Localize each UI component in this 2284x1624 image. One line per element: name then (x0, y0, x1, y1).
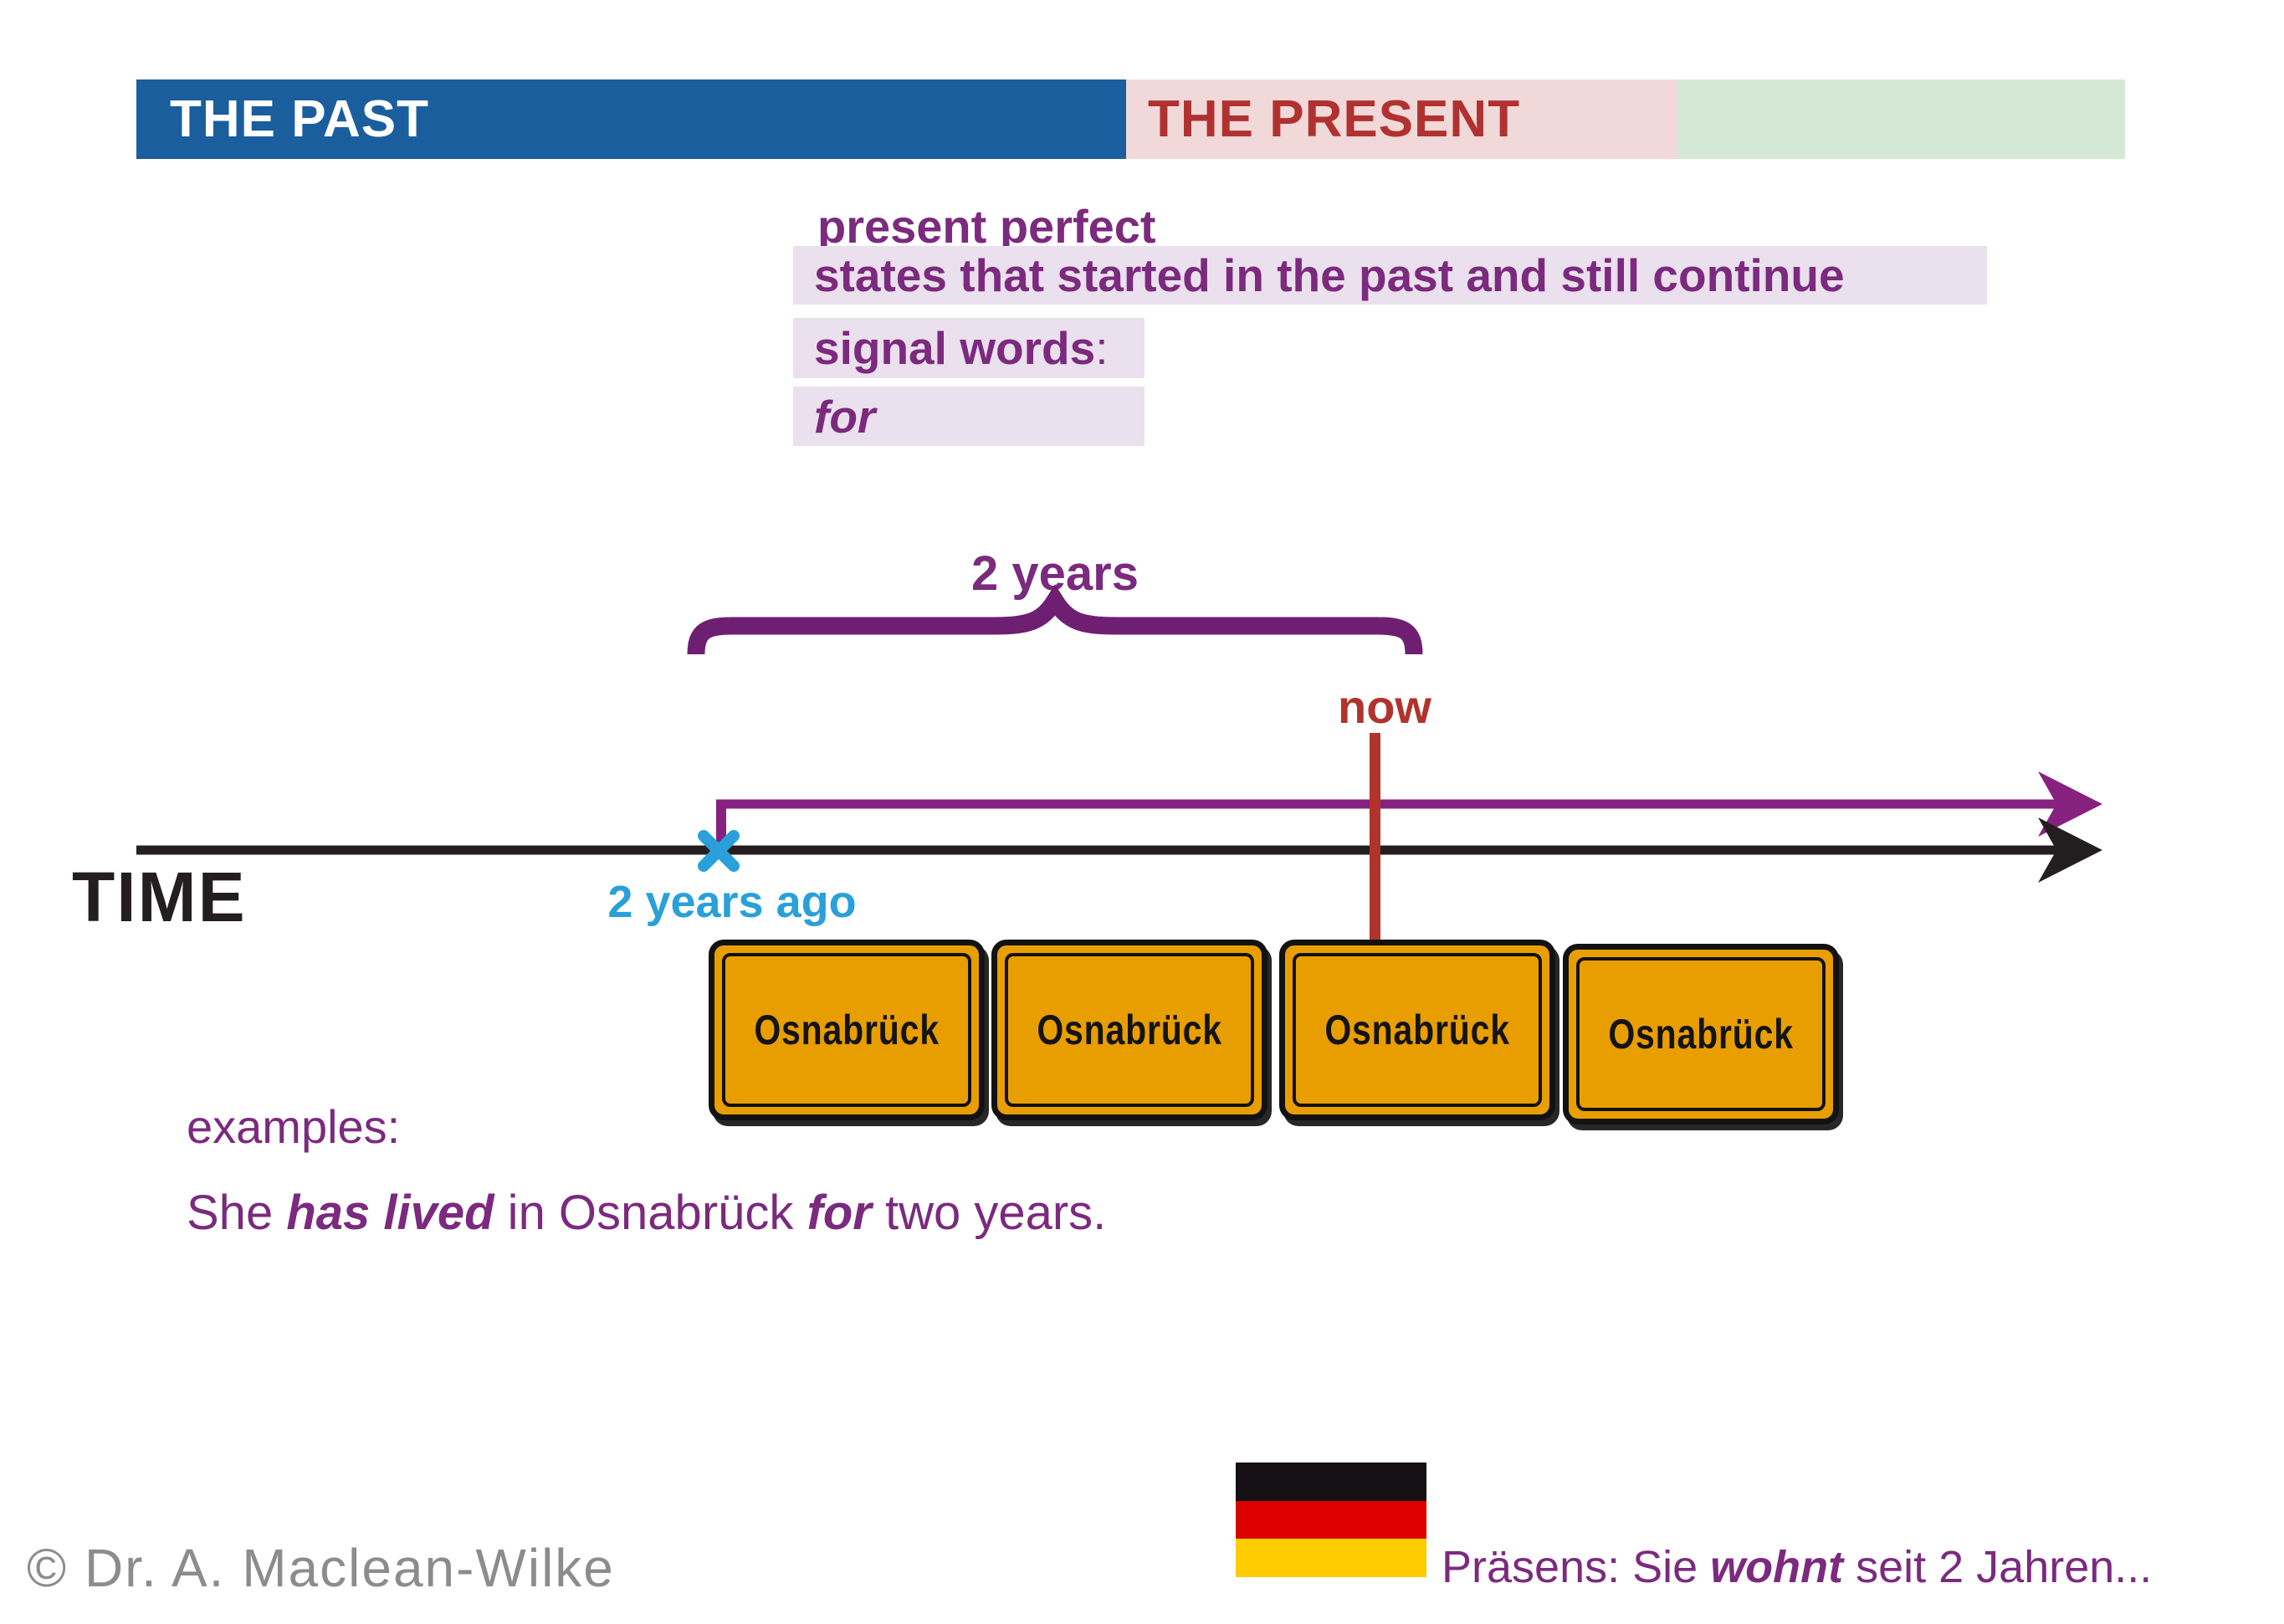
present-label: THE PRESENT (1148, 90, 1521, 148)
flag-gold-band (1236, 1539, 1426, 1578)
german-part-normal: seit 2 Jahren... (1843, 1542, 2153, 1592)
examples-heading: examples: (187, 1100, 401, 1153)
town-sign-2-label: Osnabrück (1037, 1007, 1222, 1053)
example-part-normal: two years. (871, 1186, 1107, 1240)
german-part-normal: Präsens: Sie (1442, 1542, 1711, 1592)
past-section: THE PAST (136, 79, 1126, 159)
signal-word-for: for (793, 387, 1145, 446)
past-label: THE PAST (170, 90, 429, 148)
duration-brace (687, 584, 1423, 655)
timeframe-header-bar: THE PAST THE PRESENT (136, 79, 2125, 159)
town-sign-3-label: Osnabrück (1324, 1007, 1510, 1053)
tense-statement-text: states that started in the past and stil… (814, 249, 1845, 301)
future-section (1677, 79, 2125, 159)
signal-word-for-text: for (814, 390, 876, 443)
signal-words-label: signal words (814, 322, 1096, 374)
present-perfect-arrowhead (2038, 771, 2102, 837)
flag-red-band (1236, 1500, 1426, 1539)
town-sign-1-label: Osnabrück (754, 1007, 940, 1053)
tense-statement: states that started in the past and stil… (793, 246, 1987, 305)
flag-black-band (1236, 1463, 1426, 1501)
example-sentence: She has lived in Osnabrück for two years… (187, 1185, 1106, 1241)
signal-words-colon: : (1095, 322, 1109, 374)
start-label: 2 years ago (607, 877, 857, 927)
time-axis-label: TIME (72, 858, 247, 936)
duration-label: 2 years (971, 546, 1139, 601)
town-sign-3: Osnabrück (1279, 940, 1555, 1120)
german-translation: Präsens: Sie wohnt seit 2 Jahren... (1442, 1541, 2152, 1593)
start-x-marker (698, 830, 740, 872)
town-sign-4-label: Osnabrück (1608, 1011, 1794, 1058)
time-axis-arrowhead (2038, 817, 2102, 883)
signal-words-block: signal words: (793, 318, 1145, 378)
now-label: now (1338, 680, 1431, 733)
german-flag-icon (1236, 1463, 1426, 1578)
german-part-verb: wohnt (1710, 1542, 1844, 1592)
tense-title: present perfect (817, 200, 1156, 253)
example-part-normal: in Osnabrück (494, 1186, 807, 1240)
example-part-verb: has lived (286, 1186, 494, 1240)
town-sign-4: Osnabrück (1563, 944, 1839, 1125)
copyright-text: © Dr. A. Maclean-Wilke (27, 1538, 615, 1598)
example-part-signal: for (807, 1186, 872, 1240)
town-sign-1: Osnabrück (709, 940, 985, 1120)
present-section: THE PRESENT (1126, 79, 1677, 159)
example-part-normal: She (187, 1186, 287, 1240)
town-sign-2: Osnabrück (991, 940, 1267, 1120)
now-marker-line (1370, 733, 1380, 940)
